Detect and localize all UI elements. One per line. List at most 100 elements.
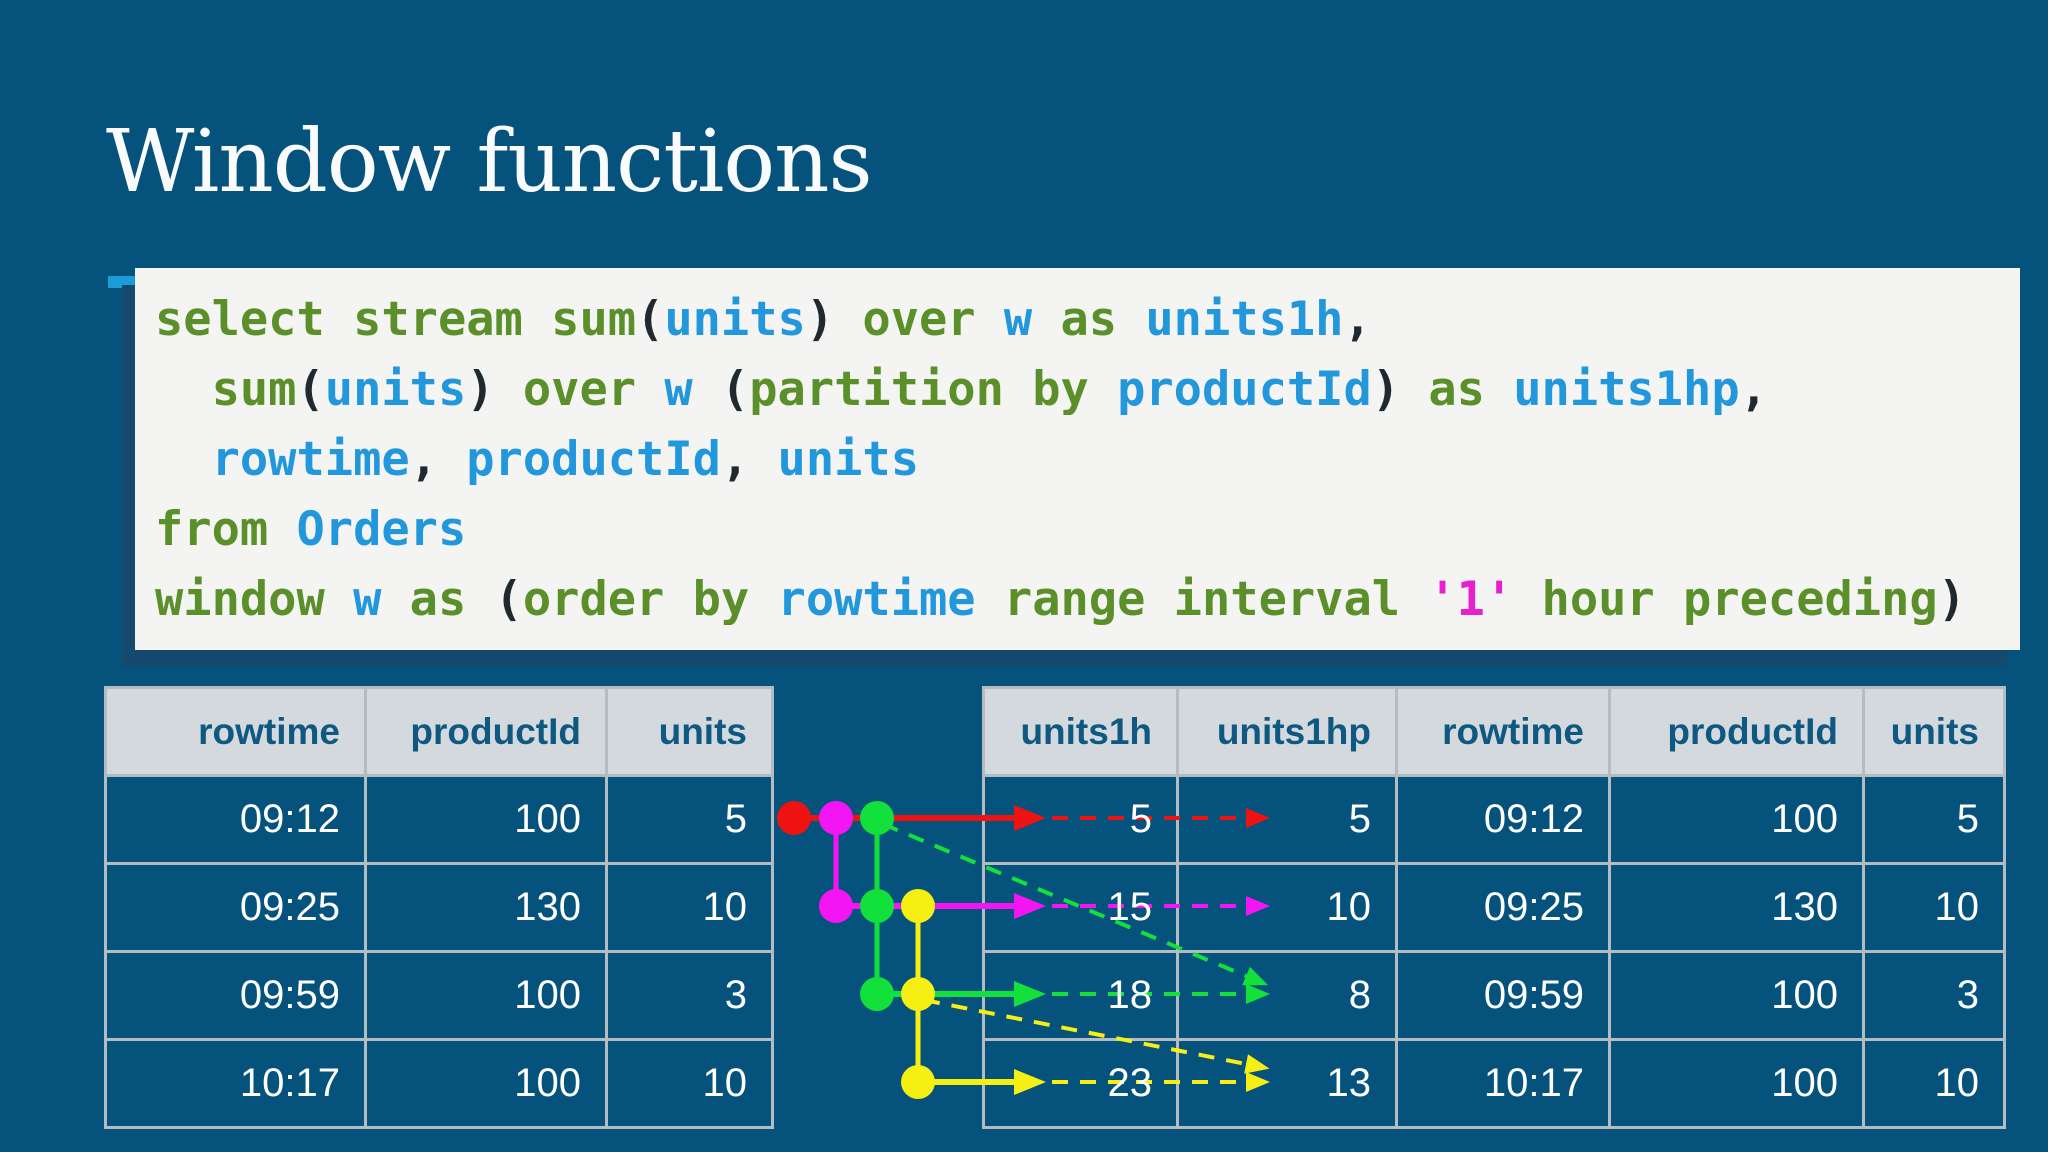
code-token: as [1032, 292, 1146, 347]
code-token: , [1739, 362, 1768, 417]
event-dot [901, 977, 935, 1011]
code-token: , [720, 432, 778, 487]
table-cell-value: 18 [1107, 973, 1153, 1017]
table-row: 09:25 130 10 [104, 862, 774, 953]
table-cell: 100 [1608, 1038, 1865, 1129]
code-token: hour preceding [1513, 572, 1938, 627]
table-cell: 3 [605, 950, 774, 1041]
header-cell: units [1862, 686, 2006, 777]
header-cell-label: units [1890, 710, 1979, 752]
table-cell: 5 [1862, 774, 2006, 865]
code-token: range interval [975, 572, 1429, 627]
header-cell: rowtime [1395, 686, 1611, 777]
table-cell-value: 10 [702, 885, 748, 929]
code-token: sum [211, 362, 297, 417]
table-cell-value: 5 [724, 797, 747, 841]
code-token: w [353, 572, 382, 627]
table-cell-value: 09:59 [239, 973, 340, 1017]
code-token: over [494, 362, 665, 417]
code-token [155, 362, 212, 417]
table-cell: 13 [1176, 1038, 1398, 1129]
code-token: ( [692, 362, 750, 417]
header-cell-label: rowtime [198, 710, 340, 752]
code-token: partition by [749, 362, 1118, 417]
table-cell: 09:25 [1395, 862, 1611, 953]
table-cell: 23 [982, 1038, 1179, 1129]
code-token: select stream sum [155, 292, 637, 347]
table-cell: 100 [364, 950, 608, 1041]
table-cell-value: 130 [1771, 885, 1838, 929]
table-cell: 18 [982, 950, 1179, 1041]
code-line: select stream sum(units) over w as units… [155, 285, 2020, 355]
code-line: rowtime, productId, units [155, 425, 2020, 495]
sql-code-block: select stream sum(units) over w as units… [135, 268, 2020, 650]
table-cell: 100 [364, 774, 608, 865]
event-dot [819, 889, 853, 923]
code-token: units [777, 432, 920, 487]
code-token: , [409, 432, 467, 487]
table-cell-value: 10 [702, 1061, 748, 1105]
code-token: units [324, 362, 467, 417]
code-token: over [834, 292, 1004, 347]
table-cell: 10:17 [104, 1038, 367, 1129]
event-dot [901, 1065, 935, 1099]
table-cell: 5 [1176, 774, 1398, 865]
table-cell-value: 100 [514, 797, 581, 841]
table-cell-value: 23 [1107, 1061, 1153, 1105]
table-cell: 09:12 [1395, 774, 1611, 865]
table-cell: 09:59 [1395, 950, 1611, 1041]
code-line: window w as (order by rowtime range inte… [155, 565, 2020, 635]
code-token: ) [1937, 572, 1966, 627]
table-cell-value: 100 [514, 973, 581, 1017]
event-dot [901, 889, 935, 923]
code-token: ( [494, 572, 523, 627]
table-cell-value: 15 [1107, 885, 1153, 929]
code-token: ) [805, 292, 835, 347]
table-cell: 15 [982, 862, 1179, 953]
table-row: 09:12 100 5 [104, 774, 774, 865]
table-cell-value: 8 [1348, 973, 1371, 1017]
header-cell-label: productId [410, 710, 581, 752]
code-token: ( [636, 292, 665, 347]
code-token: from [155, 502, 297, 557]
table-cell-value: 09:59 [1483, 973, 1584, 1017]
table-cell-value: 100 [1771, 797, 1838, 841]
table-cell: 5 [605, 774, 774, 865]
table-cell-value: 09:12 [239, 797, 340, 841]
code-token: units [664, 292, 806, 347]
code-token: Orders [296, 502, 467, 557]
table-cell: 130 [1608, 862, 1865, 953]
table-cell: 3 [1862, 950, 2006, 1041]
table-cell-value: 10 [1934, 885, 1980, 929]
table-cell: 10 [1862, 1038, 2006, 1129]
table-cell-value: 3 [724, 973, 747, 1017]
header-cell: productId [1608, 686, 1865, 777]
header-cell: units1h [982, 686, 1179, 777]
code-token: , [1343, 292, 1372, 347]
code-token: window [155, 572, 354, 627]
code-line: sum(units) over w (partition by productI… [155, 355, 2020, 425]
code-token: w [664, 362, 693, 417]
table-cell-value: 130 [514, 885, 581, 929]
table-cell: 09:25 [104, 862, 367, 953]
table-cell-value: 100 [1771, 1061, 1838, 1105]
code-token: as [381, 572, 495, 627]
header-cell-label: productId [1667, 710, 1838, 752]
table-cell-value: 10:17 [1483, 1061, 1584, 1105]
table-cell: 100 [1608, 950, 1865, 1041]
table-cell: 8 [1176, 950, 1398, 1041]
table-cell-value: 10:17 [239, 1061, 340, 1105]
page-title: Window functions [106, 112, 873, 212]
event-dot [819, 801, 853, 835]
table-cell-value: 5 [1956, 797, 1979, 841]
table-cell: 10:17 [1395, 1038, 1611, 1129]
table-cell: 5 [982, 774, 1179, 865]
table-cell-value: 5 [1129, 797, 1152, 841]
header-cell: rowtime [104, 686, 367, 777]
header-cell-label: units1h [1020, 710, 1152, 752]
